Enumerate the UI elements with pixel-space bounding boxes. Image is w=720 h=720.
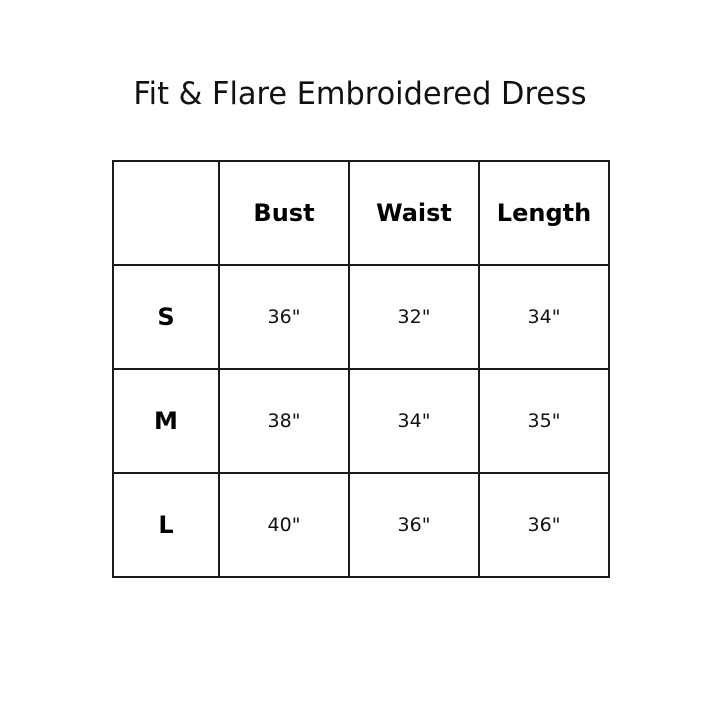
corner-cell: [112, 160, 220, 266]
cell-length: 35": [478, 368, 610, 474]
cell-waist: 32": [348, 264, 480, 370]
size-chart-table: Bust Waist Length S 36" 32" 34" M 38" 34…: [112, 160, 610, 578]
cell-length: 34": [478, 264, 610, 370]
cell-waist: 36": [348, 472, 480, 578]
page-title: Fit & Flare Embroidered Dress: [133, 76, 587, 112]
table-row: S 36" 32" 34": [112, 264, 610, 370]
column-header-bust: Bust: [218, 160, 350, 266]
cell-bust: 36": [218, 264, 350, 370]
cell-length: 36": [478, 472, 610, 578]
table-header-row: Bust Waist Length: [112, 160, 610, 266]
row-label-size: M: [112, 368, 220, 474]
row-label-size: S: [112, 264, 220, 370]
table-row: L 40" 36" 36": [112, 472, 610, 578]
column-header-waist: Waist: [348, 160, 480, 266]
cell-waist: 34": [348, 368, 480, 474]
cell-bust: 40": [218, 472, 350, 578]
column-header-length: Length: [478, 160, 610, 266]
table-row: M 38" 34" 35": [112, 368, 610, 474]
cell-bust: 38": [218, 368, 350, 474]
row-label-size: L: [112, 472, 220, 578]
